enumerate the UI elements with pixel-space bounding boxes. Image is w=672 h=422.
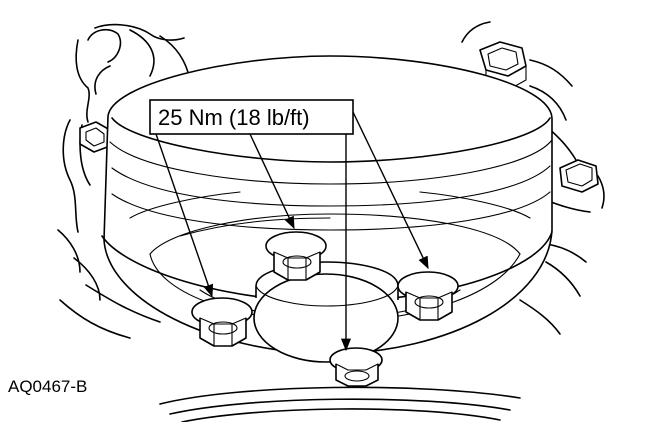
flange-bolt-left <box>191 297 253 347</box>
torque-label: 25 Nm (18 lb/ft) <box>158 105 310 130</box>
arrow-to-top-bolt <box>249 133 295 230</box>
arrow-to-left-bolt <box>155 133 214 298</box>
flange-bolt-bottom <box>329 347 383 387</box>
arrow-to-right-bolt <box>352 111 429 270</box>
figure-code: AQ0467-B <box>8 377 87 396</box>
lower-pulley-grooves <box>159 386 521 422</box>
callout-box <box>149 99 354 135</box>
flange-bolt-top <box>265 231 327 281</box>
torque-callout: 25 Nm (18 lb/ft) <box>149 99 354 135</box>
engine-bolt-right <box>559 159 599 193</box>
pulley-center-hub <box>253 261 399 363</box>
flange-bolt-right <box>397 271 459 321</box>
leader-arrows <box>155 111 429 352</box>
engine-background-left <box>57 23 191 339</box>
